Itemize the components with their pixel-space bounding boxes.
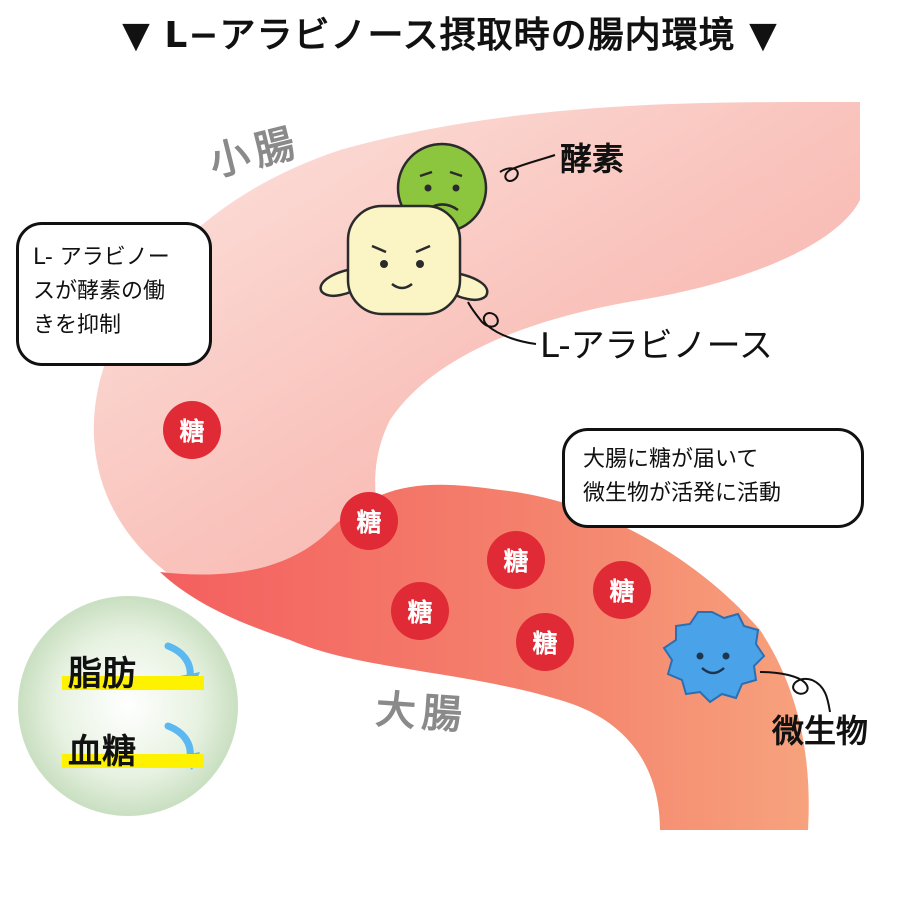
enzyme-inhibition-bubble: L- アラビノー スが酵素の働 きを抑制 xyxy=(16,222,212,366)
microbe-activity-bubble: 大腸に糖が届いて 微生物が活発に活動 xyxy=(562,428,864,528)
sugar-marker: 糖 xyxy=(163,401,221,459)
bubble-text-line: スが酵素の働 xyxy=(33,279,166,304)
page-title: ▼ L−アラビノース摂取時の腸内環境 ▼ xyxy=(122,15,778,56)
effect-circle xyxy=(18,596,238,816)
sugar-marker: 糖 xyxy=(593,561,651,619)
enzyme-label: 酵素 xyxy=(560,140,625,178)
large-intestine-band xyxy=(160,484,809,830)
microbe-character xyxy=(662,611,766,704)
large-intestine-label: 大腸 xyxy=(374,686,470,740)
fat-effect-label: 脂肪 xyxy=(68,654,136,694)
enzyme-pointer xyxy=(499,154,556,182)
arabinose-character xyxy=(319,204,489,316)
microbe-pointer xyxy=(759,671,831,713)
sugar-marker: 糖 xyxy=(340,492,398,550)
small-intestine-band xyxy=(93,101,861,591)
bubble-text-line: 微生物が活発に活動 xyxy=(583,481,782,506)
microbe-label: 微生物 xyxy=(772,712,869,750)
sugar-marker: 糖 xyxy=(487,531,545,589)
blood-sugar-highlight xyxy=(62,754,204,768)
fat-highlight xyxy=(62,676,204,690)
arabinose-pointer xyxy=(467,301,537,345)
bubble-text-line: L- アラビノー xyxy=(33,245,170,270)
sugar-marker: 糖 xyxy=(391,582,449,640)
arabinose-label: L-アラビノース xyxy=(540,326,773,366)
blood-sugar-effect-label: 血糖 xyxy=(68,732,136,772)
bubble-text-line: きを抑制 xyxy=(33,313,122,338)
sugar-marker: 糖 xyxy=(516,613,574,671)
bubble-text-line: 大腸に糖が届いて xyxy=(583,447,759,472)
